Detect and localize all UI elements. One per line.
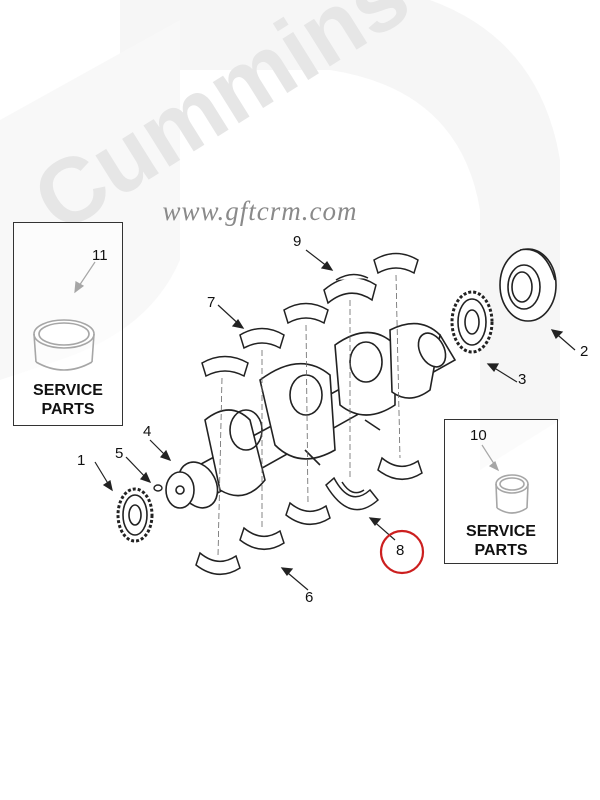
service-box-left-line1: SERVICE — [33, 382, 103, 399]
upper-main-bearings — [201, 252, 419, 378]
callout-4: 4 — [143, 423, 152, 440]
alignment-centerlines — [217, 274, 401, 557]
callout-10: 10 — [470, 427, 487, 444]
callout-3: 3 — [518, 371, 527, 388]
lower-thrust-bearing-part-8 — [325, 476, 380, 511]
front-gear-part-1 — [116, 487, 154, 543]
callout-11: 11 — [92, 247, 108, 264]
dowel-pin-part-5 — [153, 484, 163, 492]
wear-ring-part-2 — [499, 248, 557, 322]
service-box-left-line2: PARTS — [41, 401, 95, 418]
callout-7: 7 — [207, 294, 216, 311]
callout-8: 8 — [396, 542, 405, 559]
lower-main-bearings — [195, 456, 423, 575]
callout-5: 5 — [115, 445, 124, 462]
callout-2: 2 — [580, 343, 589, 360]
crankshaft — [165, 322, 457, 509]
rear-gear-part-3 — [450, 290, 494, 354]
callout-6: 6 — [305, 589, 314, 606]
callout-9: 9 — [293, 233, 302, 250]
watermark-url: www.gftcrm.com — [162, 196, 358, 226]
service-box-right-line1: SERVICE — [466, 523, 536, 540]
callout-1: 1 — [77, 452, 86, 469]
service-parts-box-left: SERVICE PARTS — [13, 222, 123, 426]
service-box-right-line2: PARTS — [474, 542, 528, 559]
service-parts-box-right: SERVICE PARTS — [444, 419, 558, 564]
thrust-bearing-part-9 — [323, 273, 377, 305]
highlight-circle — [379, 529, 425, 575]
